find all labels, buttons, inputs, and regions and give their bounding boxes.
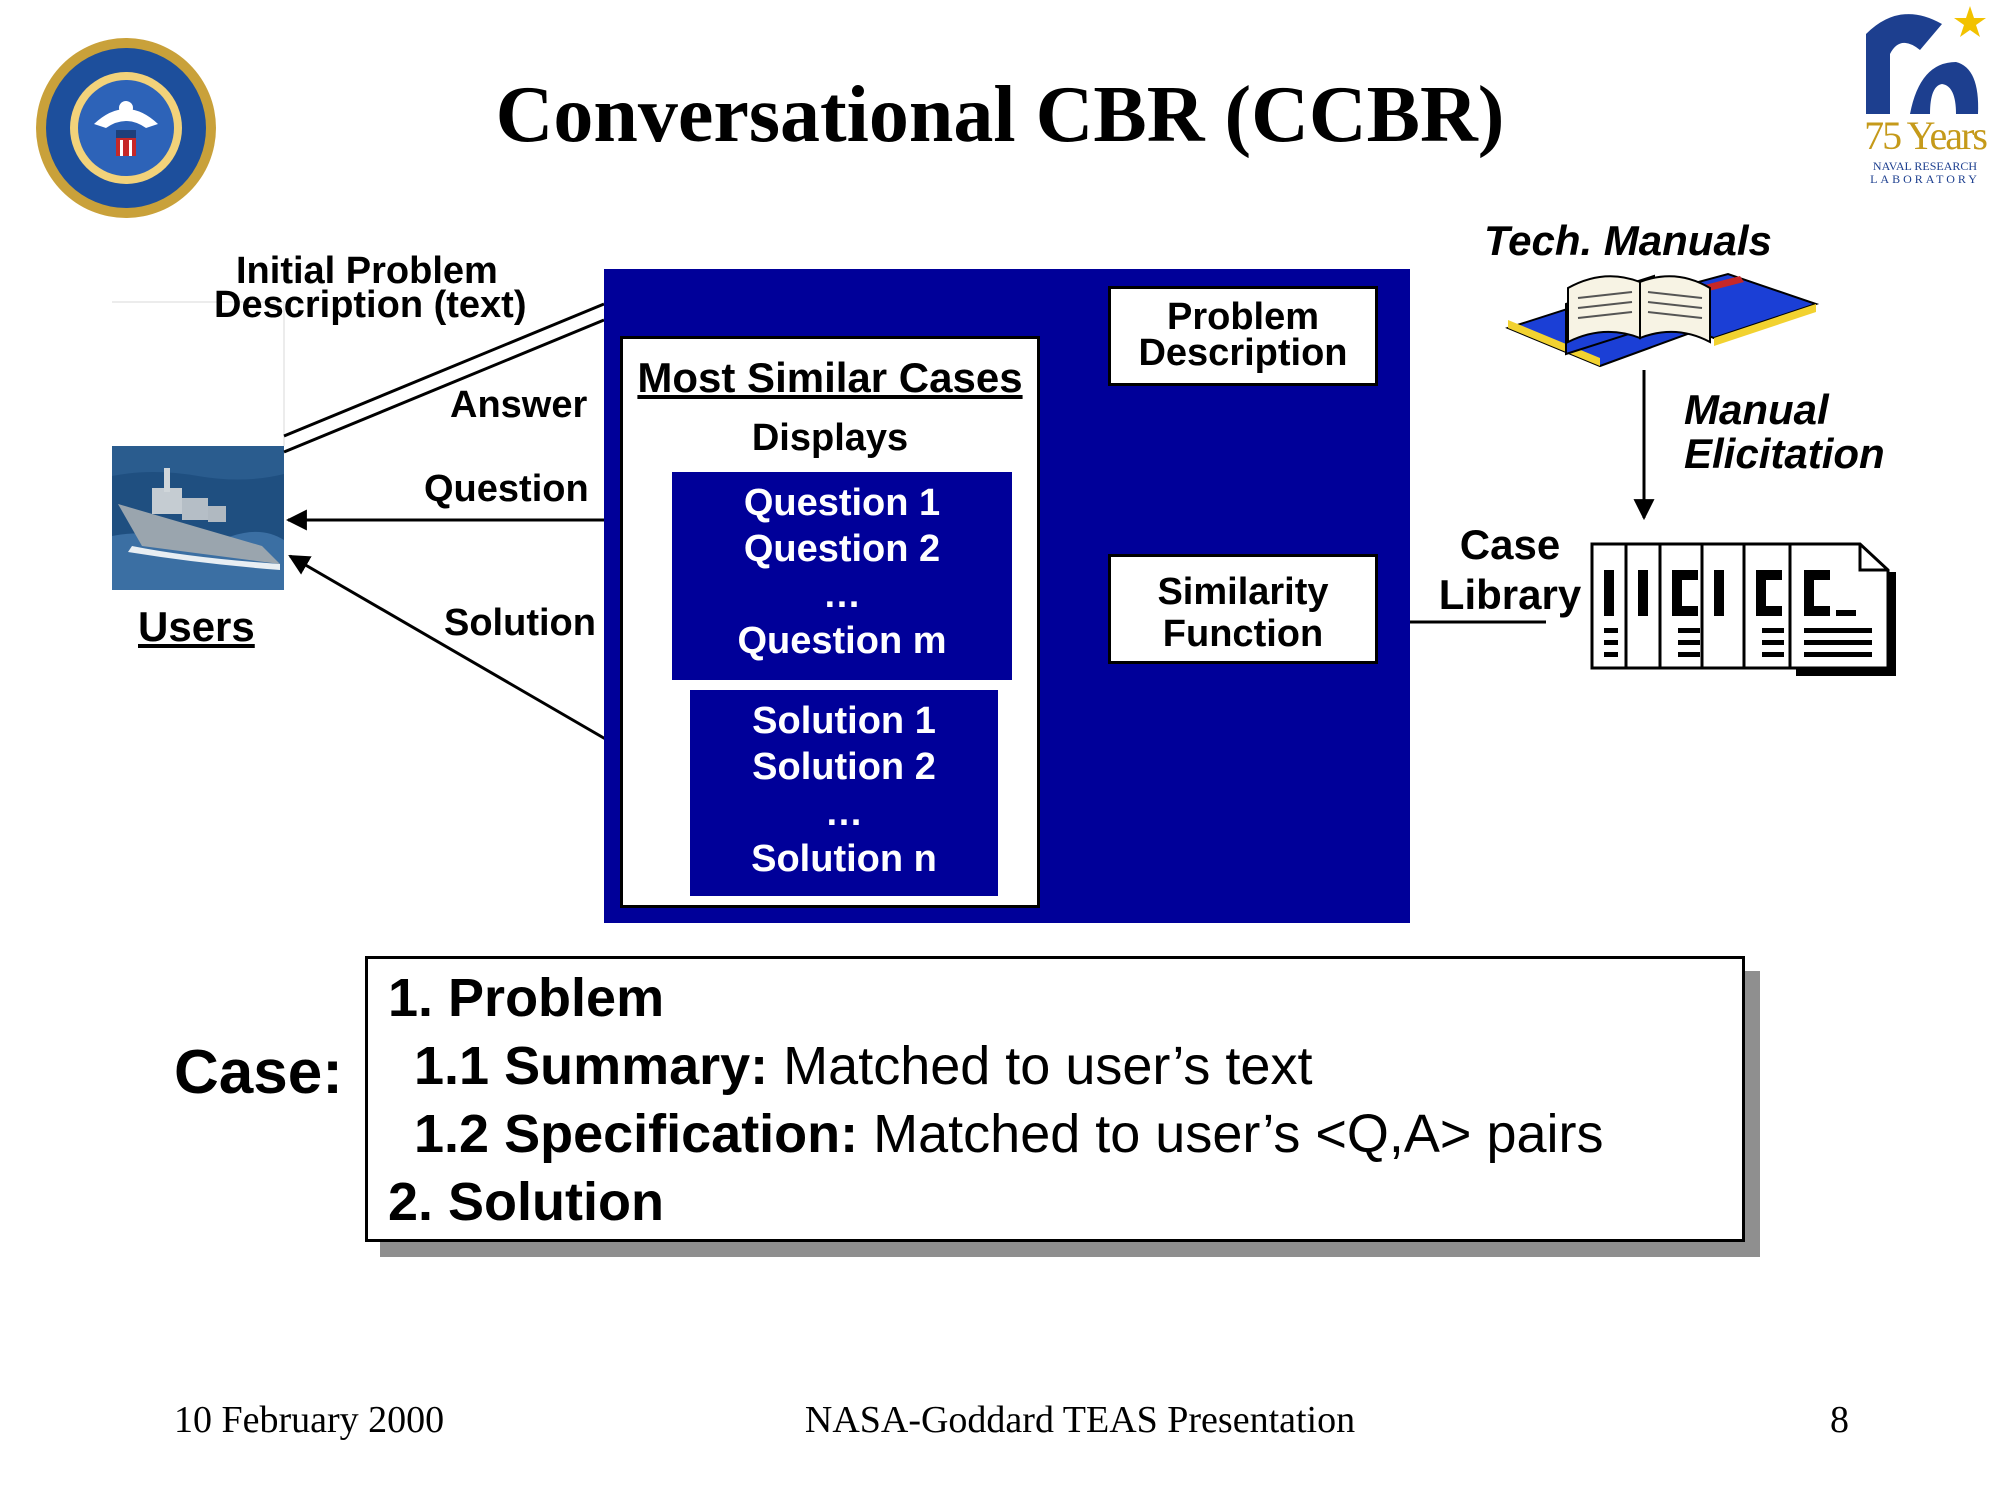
similarity-function-box: Similarity Function [1108, 554, 1378, 664]
most-similar-cases-title: Most Similar Cases [637, 354, 1023, 401]
problem-description-line1: Problem [1166, 296, 1320, 338]
logo-org-line2: LABORATORY [1870, 172, 1980, 186]
document-stack-icon [1590, 542, 1896, 676]
initial-problem-label-line2: Description (text) [214, 284, 527, 326]
question-label: Question [424, 468, 589, 510]
footer-page-number: 8 [1830, 1399, 1849, 1441]
case-summary-label: 1.1 Summary: [414, 1036, 769, 1096]
tech-manuals-label: Tech. Manuals [1484, 217, 1772, 264]
problem-description-box: Problem Description [1108, 286, 1378, 386]
case-library-docs [1590, 540, 1910, 680]
question-item[interactable]: Question 1 [743, 482, 941, 524]
nrl-75-years-logo-icon [1866, 6, 1986, 114]
case-problem-heading: 1. Problem [388, 968, 665, 1028]
case-library-line1: Case [1459, 521, 1561, 568]
question-item[interactable]: Question 2 [743, 528, 941, 570]
tech-manuals-books [1504, 258, 1824, 368]
users-label: Users [138, 603, 255, 650]
case-specification-label: 1.2 Specification: [414, 1104, 859, 1164]
similarity-function-line1: Similarity [1157, 571, 1329, 613]
manual-elicitation-line1: Manual [1684, 386, 1829, 433]
logo-org-line1: NAVAL RESEARCH [1872, 159, 1978, 173]
solution-ellipsis: … [825, 792, 863, 834]
footer-presentation: NASA-Goddard TEAS Presentation [804, 1399, 1356, 1441]
problem-description-line2: Description [1138, 332, 1348, 374]
displays-label: Displays [751, 417, 909, 459]
case-specification-line: 1.2 Specification: Matched to user’s <Q,… [414, 1101, 1604, 1167]
answer-label: Answer [450, 384, 588, 426]
solution-item[interactable]: Solution n [751, 838, 937, 880]
case-summary-text: Matched to user’s text [768, 1036, 1313, 1096]
case-library-line2: Library [1438, 571, 1582, 618]
case-specification-text: Matched to user’s <Q,A> pairs [858, 1104, 1604, 1164]
initial-problem-label-line1: Initial Problem [236, 250, 498, 292]
case-summary-line: 1.1 Summary: Matched to user’s text [414, 1033, 1312, 1099]
navy-seal-logo [34, 36, 218, 220]
question-ellipsis: … [823, 574, 861, 616]
navy-research-lab-seal-icon [36, 38, 216, 218]
logo-years-text: 75 Years [1864, 113, 1988, 158]
case-label: Case: [174, 1038, 343, 1107]
ship-photo [112, 446, 284, 590]
solution-item[interactable]: Solution 2 [752, 746, 936, 788]
slide-title: Conversational CBR (CCBR) [495, 71, 1505, 159]
questions-display: Question 1 Question 2 … Question m [672, 472, 1012, 680]
question-item[interactable]: Question m [737, 620, 947, 662]
footer-date: 10 February 2000 [174, 1399, 445, 1441]
ship-icon [112, 446, 284, 590]
solutions-display: Solution 1 Solution 2 … Solution n [690, 690, 998, 896]
books-icon [1505, 272, 1820, 368]
manual-elicitation-line2: Elicitation [1684, 430, 1885, 477]
nrl-75-years-logo: 75 Years NAVAL RESEARCH LABORATORY [1860, 4, 1990, 188]
case-solution-heading: 2. Solution [388, 1172, 664, 1232]
answer-line-1 [283, 302, 605, 438]
similarity-function-line2: Function [1162, 613, 1324, 655]
case-structure-box: 1. Problem 1.1 Summary: Matched to user’… [365, 956, 1745, 1242]
solution-label: Solution [444, 602, 596, 644]
solution-item[interactable]: Solution 1 [752, 700, 936, 742]
answer-line-2 [283, 318, 605, 454]
